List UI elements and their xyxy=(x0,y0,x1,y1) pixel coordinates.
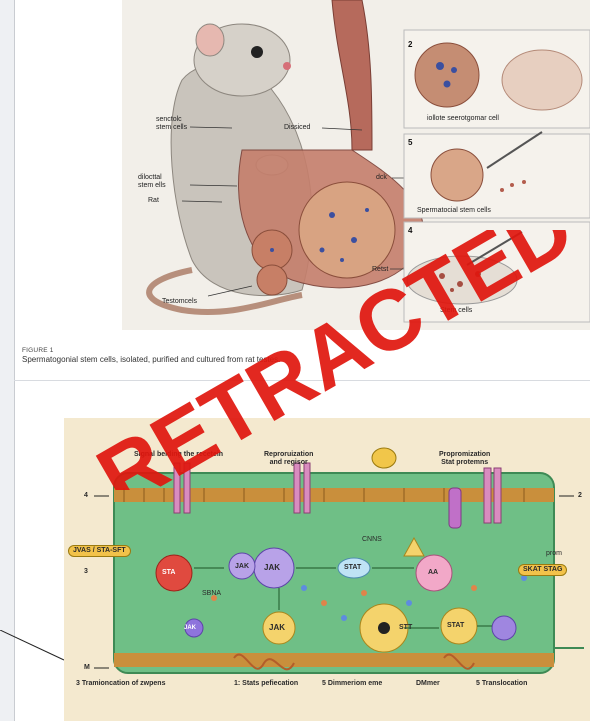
figure-2-image: Signal beiding the recetein Reproruizati… xyxy=(64,418,590,721)
label-signal-binding: Signal beiding the recetein xyxy=(134,451,223,459)
bottom-label-2: 1: Stats pefiecation xyxy=(234,680,298,688)
rat-illustration xyxy=(122,0,590,330)
label-senolytic: senctolc stem cells xyxy=(156,116,187,132)
bottom-label-4: DMmer xyxy=(416,680,440,688)
badge-skat: SKAT STAG xyxy=(518,564,567,576)
node-jak-4: JAK xyxy=(184,624,196,632)
jak-stat-pathway-diagram xyxy=(64,418,590,721)
caption-text: Spermatogonial stem cells, isolated, pur… xyxy=(22,355,280,364)
label-isolated: iollote seerotgomar cell xyxy=(427,115,499,123)
side-label-m: M xyxy=(84,664,90,672)
figure-1-image: senctolc stem cells Dissiced dilocttal s… xyxy=(122,0,590,330)
figure-1-caption: FIGURE 1 Spermatogonial stem cells, isol… xyxy=(22,347,280,364)
label-cnns: CNNS xyxy=(362,536,382,544)
badge-jvas: JVAS / STA-SFT xyxy=(68,545,131,557)
node-jak-2: JAK xyxy=(264,564,280,572)
side-label-4: 4 xyxy=(84,492,88,500)
panel-number-4: 4 xyxy=(408,226,412,235)
label-rat: Rat xyxy=(148,197,159,205)
node-stat-1: STA xyxy=(162,569,175,577)
label-prom: prom xyxy=(546,550,562,558)
label-sbna: SBNA xyxy=(202,590,221,598)
section-divider xyxy=(14,380,590,381)
label-reproruization: Reproruization and regisor xyxy=(264,451,313,467)
panel-number-2: 2 xyxy=(408,40,412,49)
bottom-label-3: 5 Dimmeriom eme xyxy=(322,680,382,688)
connector-line xyxy=(0,630,70,670)
node-stt: STT xyxy=(399,624,412,632)
label-stem-cells: Stem cells xyxy=(440,307,472,315)
bottom-label-5: 5 Translocation xyxy=(476,680,527,688)
label-dck: dck xyxy=(376,174,387,182)
node-stat-2: STAT xyxy=(344,564,361,572)
caption-label: FIGURE 1 xyxy=(22,347,280,354)
label-spermatocial: Spermatocial stem cells xyxy=(417,207,491,215)
node-stat-3: STAT xyxy=(447,622,464,630)
panel-number-5: 5 xyxy=(408,138,412,147)
bottom-label-1: 3 Tramioncation of zwpens xyxy=(76,680,165,688)
label-dissected: Dissiced xyxy=(284,124,310,132)
side-label-3: 3 xyxy=(84,568,88,576)
node-aa: AA xyxy=(428,569,438,577)
node-jak-3: JAK xyxy=(269,624,285,632)
label-propromization: Propromization Stat protemns xyxy=(439,451,490,467)
label-dilocted: dilocttal stem ells xyxy=(138,174,166,190)
label-retst: Retst xyxy=(372,266,388,274)
label-testomcels: Testomcels xyxy=(162,298,197,306)
node-jak-1: JAK xyxy=(235,563,249,571)
side-label-2: 2 xyxy=(578,492,582,500)
